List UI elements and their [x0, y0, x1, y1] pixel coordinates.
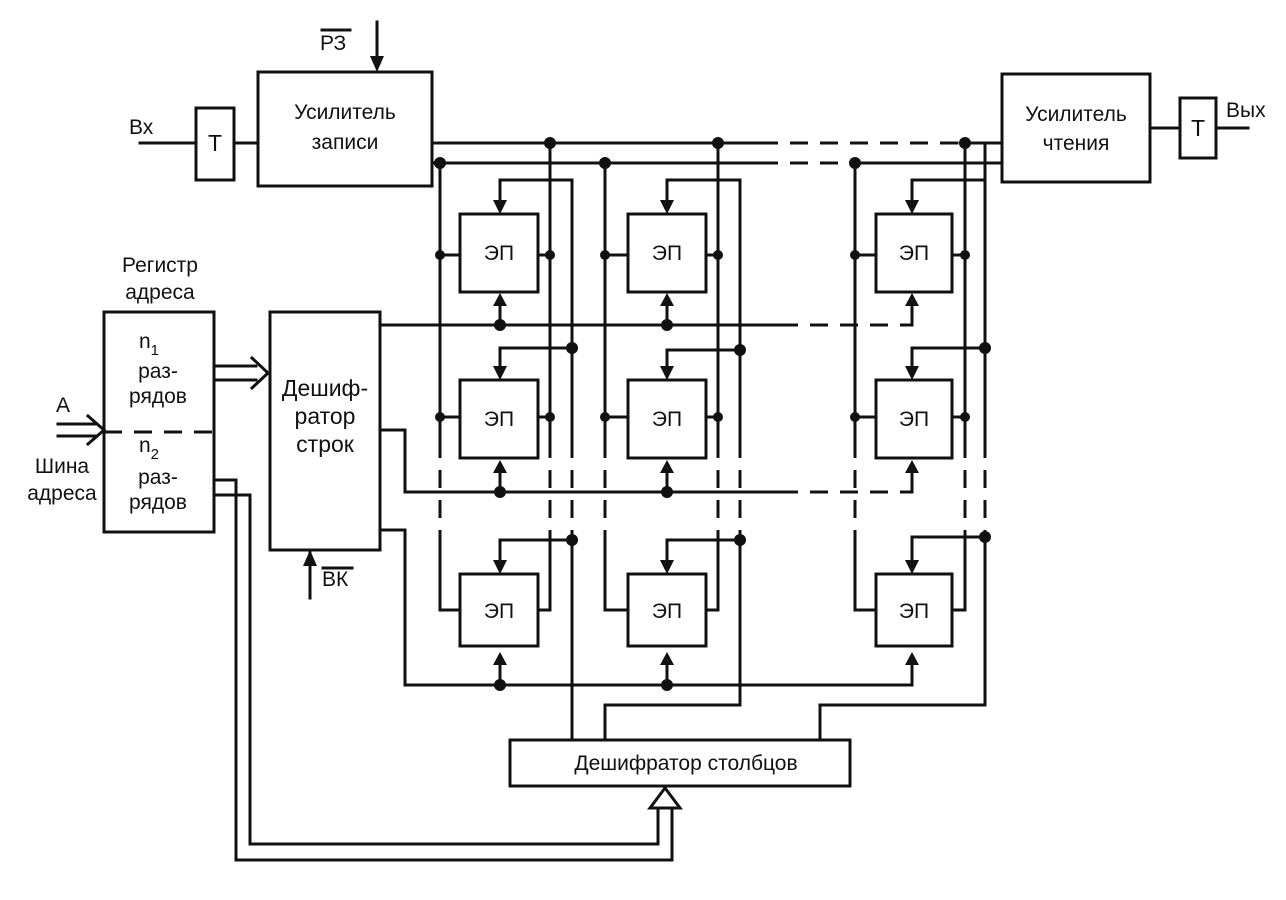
write-amplifier: Усилитель записи РЗ	[256, 20, 434, 188]
output-signal-label: Вых	[1226, 99, 1266, 122]
address-input: А Шина адреса	[27, 394, 107, 505]
address-label: А	[56, 394, 70, 417]
svg-text:рядов: рядов	[129, 491, 187, 514]
junction-dots	[434, 137, 991, 691]
cell-grid: ЭП ЭП ЭП ЭП ЭП	[438, 178, 967, 687]
input-trigger	[194, 106, 236, 182]
svg-text:ЭП: ЭП	[652, 242, 682, 265]
svg-text:чтения: чтения	[1043, 132, 1110, 155]
input-chain: Т Вх	[129, 106, 260, 182]
svg-text:ЭП: ЭП	[899, 242, 929, 265]
input-trigger-label: Т	[208, 130, 222, 156]
address-register: Регистр адреса n1 раз- рядов n2 раз- ряд…	[102, 254, 216, 534]
svg-text:ЭП: ЭП	[652, 600, 682, 623]
cell-r2-c1: ЭП	[438, 346, 552, 494]
chip-select-label: ВК	[322, 568, 349, 591]
svg-text:Регистр: Регистр	[122, 254, 198, 277]
svg-text:Усилитель: Усилитель	[1025, 103, 1127, 126]
svg-text:ЭП: ЭП	[484, 600, 514, 623]
svg-text:ЭП: ЭП	[652, 408, 682, 431]
row-lines	[378, 323, 914, 687]
cell-r3-c3: ЭП	[874, 535, 954, 687]
cell-r2-c3: ЭП	[853, 346, 967, 494]
cell-r1-c2: ЭП	[603, 178, 720, 327]
svg-text:раз-: раз-	[138, 360, 178, 383]
svg-text:ЭП: ЭП	[484, 408, 514, 431]
cell-r2-c2: ЭП	[603, 348, 720, 494]
column-decoder: Дешифратор столбцов	[508, 738, 852, 788]
input-signal-label: Вх	[129, 116, 154, 139]
write-enable-label: РЗ	[320, 32, 346, 55]
svg-text:адреса: адреса	[27, 482, 97, 505]
svg-text:Дешиф-: Дешиф-	[282, 375, 368, 401]
svg-text:строк: строк	[296, 431, 355, 457]
svg-text:ратор: ратор	[295, 403, 356, 429]
row-address-bus	[212, 355, 271, 391]
svg-text:ЭП: ЭП	[899, 408, 929, 431]
svg-text:ЭП: ЭП	[484, 242, 514, 265]
top-buses	[428, 141, 1004, 182]
column-lines	[438, 141, 987, 742]
svg-text:адреса: адреса	[125, 281, 195, 304]
column-address-bus	[212, 478, 683, 862]
svg-text:ЭП: ЭП	[899, 600, 929, 623]
cell-r1-c1: ЭП	[438, 178, 552, 327]
svg-text:Дешифратор столбцов: Дешифратор столбцов	[574, 752, 797, 775]
svg-text:Усилитель: Усилитель	[294, 101, 396, 124]
row-decoder: Дешиф- ратор строк ВК	[268, 310, 382, 600]
cell-r3-c1: ЭП	[458, 538, 540, 687]
svg-text:n1: n1	[139, 330, 159, 359]
svg-text:рядов: рядов	[129, 385, 187, 408]
svg-text:раз-: раз-	[138, 466, 178, 489]
cell-r3-c2: ЭП	[626, 538, 708, 687]
svg-text:n2: n2	[139, 434, 159, 463]
read-amplifier: Усилитель чтения Т Вых	[1000, 72, 1266, 184]
svg-text:Шина: Шина	[35, 455, 90, 478]
output-trigger-label: Т	[1191, 115, 1205, 141]
svg-text:записи: записи	[312, 131, 379, 154]
cell-r1-c3: ЭП	[853, 178, 967, 327]
